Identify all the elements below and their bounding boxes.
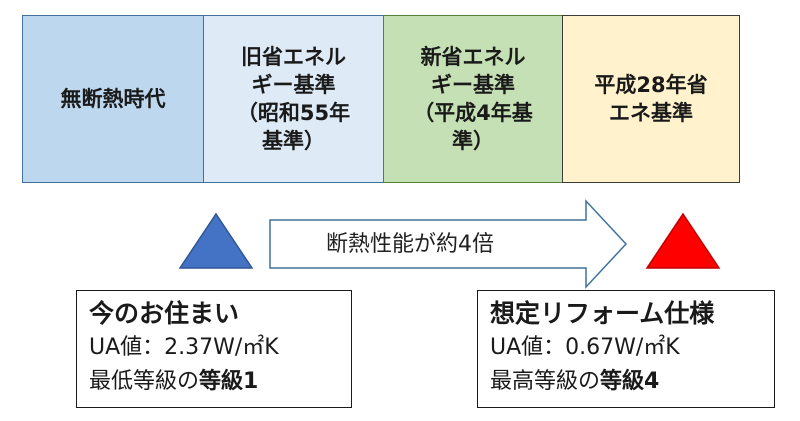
era-label: 新省エネル ギー基準 （平成4年基 準） xyxy=(413,45,533,153)
era-label: 平成28年省 エネ基準 xyxy=(594,73,708,125)
era-old-energy-standard: 旧省エネル ギー基準 （昭和55年 基準） xyxy=(203,15,384,183)
current-grade-prefix: 最低等級の xyxy=(89,369,200,394)
era-label: 旧省エネル ギー基準 （昭和55年 基準） xyxy=(236,45,351,153)
improvement-label: 断熱性能が約4倍 xyxy=(326,232,494,257)
current-home-box: 今のお住まい UA値：2.37W/㎡K 最低等級の等級1 xyxy=(76,290,352,408)
current-ua-value: UA値：2.37W/㎡K xyxy=(89,335,279,360)
era-label: 無断熱時代 xyxy=(60,87,166,111)
target-ua-value: UA値：0.67W/㎡K xyxy=(490,335,680,360)
current-grade-line: 最低等級の等級1 xyxy=(89,365,341,399)
era-h28-standard: 平成28年省 エネ基準 xyxy=(562,15,740,183)
era-no-insulation: 無断熱時代 xyxy=(22,15,204,183)
target-marker-triangle-icon xyxy=(645,212,721,269)
current-grade: 等級1 xyxy=(199,369,259,394)
target-grade-prefix: 最高等級の xyxy=(490,369,601,394)
era-new-energy-standard: 新省エネル ギー基準 （平成4年基 準） xyxy=(383,15,563,183)
improvement-arrow-icon xyxy=(269,199,628,289)
target-grade: 等級4 xyxy=(600,369,660,394)
target-reform-box: 想定リフォーム仕様 UA値：0.67W/㎡K 最高等級の等級4 xyxy=(477,290,775,408)
current-title: 今のお住まい xyxy=(89,299,240,328)
target-title: 想定リフォーム仕様 xyxy=(490,299,715,328)
current-marker-triangle-icon xyxy=(178,212,254,269)
target-grade-line: 最高等級の等級4 xyxy=(490,365,764,399)
